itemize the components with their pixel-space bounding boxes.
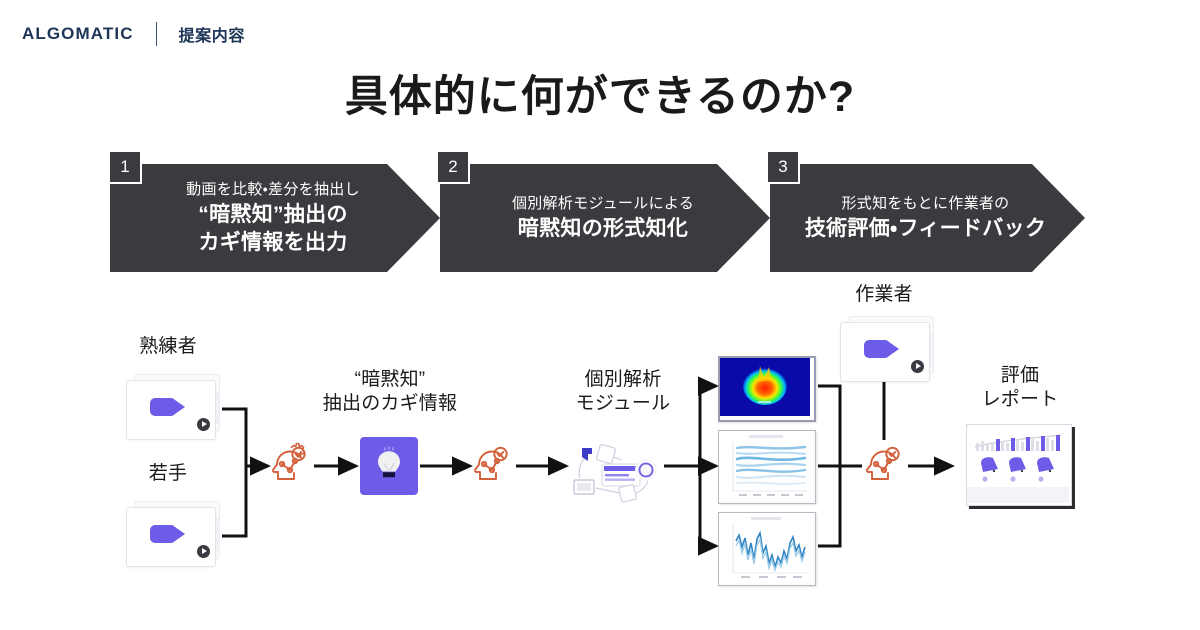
step-3-main-line1: 技術評価・フィードバック (804, 217, 1047, 241)
label-key-info-line2: 抽出のカギ情報 (322, 392, 458, 414)
step-chevron-3: 形式知をもとに作業者の 技術評価・フィードバック (770, 164, 1085, 272)
heatmap-chart-thumbnail (718, 356, 816, 422)
worker-video-thumbnail[interactable] (840, 316, 934, 382)
label-key-info-line1: “暗黙知” (354, 369, 426, 390)
header-subtitle: 提案内容 (178, 28, 245, 45)
step-1-number-badge: 1 (108, 150, 142, 184)
video-camera-icon (150, 398, 185, 416)
horizontal-line-chart-thumbnail (718, 430, 816, 504)
label-key-info: “暗黙知” 抽出のカギ情報 (310, 368, 470, 416)
step-2-number-badge: 2 (436, 150, 470, 184)
play-icon (197, 545, 210, 558)
flow-diagram: 熟練者 若手 (0, 272, 1200, 630)
ai-brain-gear-icon-1 (268, 440, 314, 491)
step-2-main-line1: 暗黙知の形式知化 (517, 217, 689, 241)
expert-video-thumbnail[interactable] (126, 374, 220, 440)
label-worker: 作業者 (855, 284, 913, 305)
label-report-line1: 評価 (1000, 365, 1040, 386)
step-chevron-1: 動画を比較・差分を抽出し “暗黙知”抽出の カギ情報を出力 (110, 164, 440, 272)
analysis-module-network-icon (566, 430, 666, 517)
play-icon (197, 418, 210, 431)
step-2-subtitle: 個別解析モジュールによる (511, 194, 695, 212)
page-title: 具体的に何ができるのか? (344, 73, 856, 121)
evaluation-report-document-icon (966, 424, 1072, 506)
step-1-main-line2: カギ情報を出力 (198, 231, 348, 255)
ai-brain-gear-icon-2 (470, 440, 516, 491)
slide-header: ALGOMATIC 提案内容 (22, 22, 245, 46)
step-1-main-line1: “暗黙知”抽出の (198, 203, 348, 227)
play-icon (911, 360, 924, 373)
timeseries-line-chart-thumbnail (718, 512, 816, 586)
step-3-subtitle: 形式知をもとに作業者の (841, 194, 1010, 212)
process-steps: 動画を比較・差分を抽出し “暗黙知”抽出の カギ情報を出力 1 個別解析モジュー… (0, 150, 1200, 272)
video-camera-icon (150, 525, 185, 543)
label-module: 個別解析 モジュール (548, 368, 698, 416)
lightbulb-icon (360, 437, 418, 495)
step-3-number-badge: 3 (766, 150, 800, 184)
step-chevron-2: 個別解析モジュールによる 暗黙知の形式知化 (440, 164, 770, 272)
step-1-subtitle: 動画を比較・差分を抽出し (186, 180, 360, 198)
algomatic-logo: ALGOMATIC (22, 24, 134, 43)
ai-brain-gear-icon-3 (862, 440, 908, 491)
junior-video-thumbnail[interactable] (126, 501, 220, 567)
video-camera-icon (864, 340, 899, 358)
header-divider (155, 22, 157, 46)
label-junior: 若手 (148, 463, 188, 484)
label-report: 評価 レポート (960, 364, 1080, 412)
label-report-line2: レポート (981, 388, 1059, 410)
label-module-line2: モジュール (575, 392, 671, 414)
label-expert: 熟練者 (139, 336, 197, 357)
label-module-line1: 個別解析 (584, 369, 662, 390)
